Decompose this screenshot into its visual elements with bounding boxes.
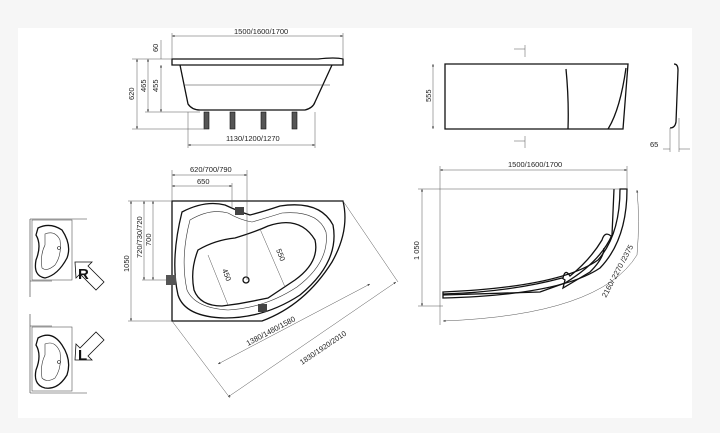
overflow-icon	[166, 275, 176, 285]
plan-view: 620/700/790 650 1050 720/730/720 700 450…	[122, 165, 399, 399]
arrow-icon	[74, 261, 105, 291]
panel-height-label: 555	[424, 89, 433, 102]
depth-1-label: 720/730/720	[135, 216, 144, 258]
height-2-label: 455	[151, 79, 160, 92]
arrow-icon	[74, 331, 105, 361]
height-1-label: 465	[139, 79, 148, 92]
rim-label: 60	[151, 44, 160, 52]
corner-length-label: 1500/1600/1700	[508, 160, 562, 169]
depth-2-label: 700	[144, 233, 153, 246]
width-2-label: 650	[197, 177, 210, 186]
panel-depth-label: 65	[650, 140, 658, 149]
left-label: L	[78, 347, 87, 364]
variant-left[interactable]: L	[29, 314, 105, 394]
faucet-icon	[235, 207, 244, 215]
side-elevation-view: 1500/1600/1700 620 465 455 60 1130/1200/…	[127, 27, 344, 148]
inner-1-label: 450	[220, 267, 233, 282]
diag-inner-label: 1380/1480/1580	[245, 314, 297, 347]
corner-plan-view: 1500/1600/1700 1 050 2160/ 2270 /2375	[412, 160, 639, 325]
depth-label: 1050	[122, 255, 131, 272]
variant-right[interactable]: R	[29, 218, 105, 297]
right-label: R	[78, 266, 89, 283]
front-panel-view: 555 65	[424, 45, 690, 152]
corner-depth-label: 1 050	[412, 241, 421, 260]
bottom-length-label: 1130/1200/1270	[226, 134, 280, 143]
length-label: 1500/1600/1700	[234, 27, 288, 36]
diag-outer-label: 1830/1920/2010	[298, 329, 348, 367]
faucet-icon	[258, 304, 267, 312]
inner-2-label: 550	[274, 247, 287, 262]
feet	[203, 111, 298, 130]
width-1-label: 620/700/790	[190, 165, 232, 174]
height-total-label: 620	[127, 87, 136, 100]
